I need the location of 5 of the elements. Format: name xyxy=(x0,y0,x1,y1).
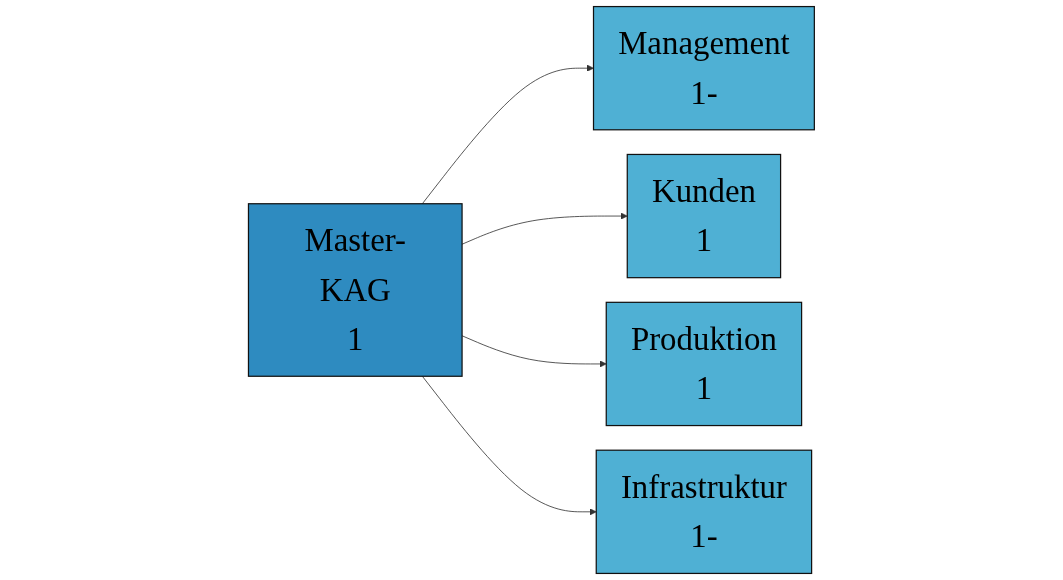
node-box: Master-KAG 1 xyxy=(247,203,463,377)
node-box: Management 1- xyxy=(593,5,816,131)
node-box: Produktion 1 xyxy=(605,301,803,427)
node-box: Infrastruktur 1- xyxy=(595,449,813,575)
node-box: Kunden 1 xyxy=(626,153,782,279)
